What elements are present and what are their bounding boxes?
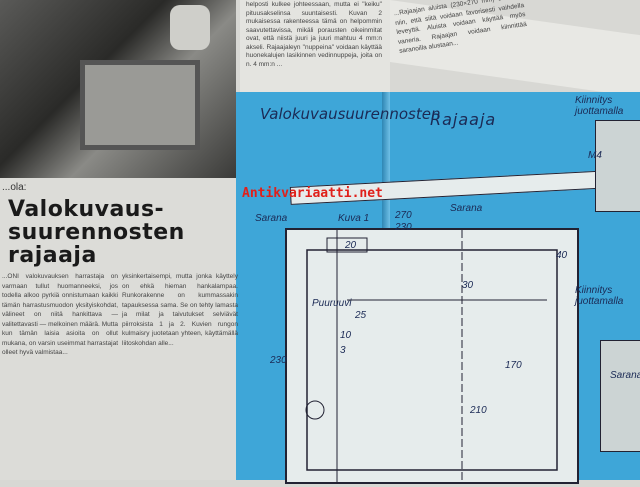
title-line: rajaaja bbox=[8, 243, 97, 268]
plan-view-drawing bbox=[285, 228, 579, 484]
middle-page-top bbox=[240, 0, 390, 92]
body-column: helposti kulkee johteessaan, mutta ei "k… bbox=[246, 1, 382, 68]
dimension: 270 bbox=[395, 210, 412, 221]
label: Sarana bbox=[610, 370, 640, 381]
dimension: 10 bbox=[340, 330, 352, 341]
drawing-subtitle: Rajaaja bbox=[430, 110, 497, 129]
dimension: 25 bbox=[355, 310, 367, 321]
label: Kuva 1 bbox=[338, 213, 370, 224]
drawing-title: Valokuvausuurennosten bbox=[260, 105, 441, 123]
article-title: Valokuvaus- suurennosten rajaaja bbox=[8, 198, 185, 267]
body-column: yksinkertaisempi, mutta jonka käyttely o… bbox=[122, 273, 238, 347]
drawing-lines bbox=[305, 230, 558, 482]
label: Sarana bbox=[450, 203, 483, 214]
dimension: 230 bbox=[270, 355, 287, 366]
dimension: 3 bbox=[340, 345, 346, 356]
dimension: 20 bbox=[345, 240, 357, 251]
detail-drawing bbox=[600, 340, 640, 452]
detail-drawing bbox=[595, 120, 640, 212]
dimension: 210 bbox=[470, 405, 487, 416]
label: Kiinnitys juottamalla bbox=[575, 95, 624, 117]
dimension: 40 bbox=[556, 250, 568, 261]
article-kicker: ...ola: bbox=[2, 182, 27, 193]
label: M4 bbox=[588, 150, 602, 161]
label: Kiinnitys juottamalla bbox=[575, 285, 624, 307]
label: Puuruuvi bbox=[312, 298, 352, 309]
workshop-photo bbox=[0, 0, 236, 178]
body-column: ...ONI valokuvauksen harrastaja on varma… bbox=[2, 273, 118, 356]
dimension: 30 bbox=[462, 280, 474, 291]
label: Sarana bbox=[255, 213, 288, 224]
title-line: suurennosten bbox=[8, 220, 185, 245]
dimension: 170 bbox=[505, 360, 522, 371]
watermark: Antikvariaatti.net bbox=[242, 186, 383, 201]
dimension: 230 bbox=[395, 222, 412, 233]
left-page bbox=[0, 178, 240, 480]
title-line: Valokuvaus- bbox=[8, 197, 165, 222]
